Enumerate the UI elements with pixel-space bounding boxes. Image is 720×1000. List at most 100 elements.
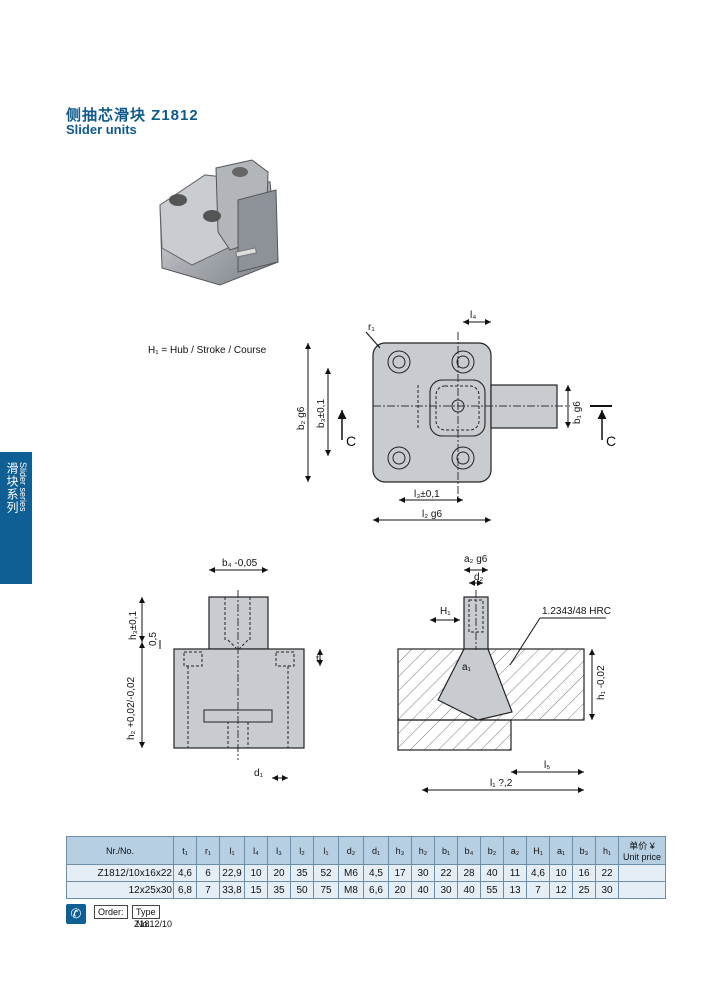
table-cell: 30 [434, 881, 458, 899]
side-section-drawing [397, 567, 606, 793]
order-label: Order: [94, 905, 128, 919]
table-header-cell: d₂ [338, 836, 364, 865]
table-cell: 6 [196, 864, 220, 882]
table-cell: M6 [338, 864, 364, 882]
table-cell: 28 [457, 864, 481, 882]
unit-price-cell [618, 864, 666, 882]
page-title-cn: 侧抽芯滑块 Z1812 [66, 107, 199, 124]
order-example: Z1812/10 [134, 919, 173, 929]
side-tab[interactable]: 滑块系列 Slider series [0, 452, 32, 584]
front-view-drawing [139, 567, 323, 781]
table-cell: 40 [457, 881, 481, 899]
label-l3: l₃±0,1 [414, 489, 440, 500]
label-d1: d₁ [254, 768, 264, 779]
table-cell: 35 [267, 881, 291, 899]
table-cell: 25 [572, 881, 596, 899]
side-tab-label-cn: 滑块系列 [5, 462, 19, 514]
page-title-en: Slider units [66, 122, 137, 137]
table-cell: 4,6 [526, 864, 550, 882]
table-header-cell: l₃ [267, 836, 291, 865]
table-cell: M8 [338, 881, 364, 899]
table-cell: 12x25x30 [66, 881, 174, 899]
table-cell: 22 [434, 864, 458, 882]
table-cell: 7 [196, 881, 220, 899]
stroke-legend: H₁ = Hub / Stroke / Course [148, 345, 267, 356]
type-no-label: Type No. [132, 905, 160, 929]
table-header-cell: Nr./No. [66, 836, 174, 865]
label-h2: h₂ +0,02/-0,02 [126, 676, 137, 740]
table-cell: 15 [244, 881, 268, 899]
label-c-left: C [346, 433, 356, 449]
table-cell: 50 [290, 881, 314, 899]
label-l1: l₁ ?,2 [490, 778, 513, 789]
label-l5: l₅ [544, 760, 550, 771]
table-cell: 13 [503, 881, 527, 899]
table-header-cell: b₃ [572, 836, 596, 865]
table-header-cell: a₁ [549, 836, 573, 865]
table-header-cell: l₂ [290, 836, 314, 865]
unit-price-cell [618, 881, 666, 899]
table-cell: 33,8 [219, 881, 245, 899]
table-cell: 30 [595, 881, 619, 899]
table-header-cell: h₃ [388, 836, 412, 865]
label-b3: b₃±0,1 [316, 399, 327, 428]
table-header-cell: a₂ [503, 836, 527, 865]
top-view-drawing [305, 319, 612, 523]
table-cell: 22 [595, 864, 619, 882]
label-a2: a₂ g6 [464, 554, 488, 565]
unit-price-header-cn: 单价 ¥ [629, 841, 655, 851]
table-cell: 7 [526, 881, 550, 899]
label-h3: h₃±0,1 [128, 611, 139, 640]
table-cell: 40 [411, 881, 435, 899]
table-header-cell: l₁ [313, 836, 339, 865]
table-header-cell: h₁ [595, 836, 619, 865]
label-H1: H₁ [440, 606, 451, 617]
table-header-cell: h₂ [411, 836, 435, 865]
table-cell: 4,6 [173, 864, 197, 882]
table-header-cell: d₁ [363, 836, 389, 865]
table-header-cell: l₄ [244, 836, 268, 865]
table-cell: 22,9 [219, 864, 245, 882]
table-header-cell: t₁ [173, 836, 197, 865]
label-a1: a₁ [462, 662, 472, 673]
table-cell: 35 [290, 864, 314, 882]
table-cell: 75 [313, 881, 339, 899]
table-header-cell: b₁ [434, 836, 458, 865]
label-c-right: C [606, 433, 616, 449]
table-cell: 20 [267, 864, 291, 882]
table-cell: 10 [244, 864, 268, 882]
label-b2: b₂ g6 [296, 406, 307, 430]
table-cell: 30 [411, 864, 435, 882]
unit-price-header-en: Unit price [622, 852, 661, 862]
table-cell: 52 [313, 864, 339, 882]
table-cell: Z1812/10x16x22 [66, 864, 174, 882]
label-d2: d₂ [474, 572, 484, 583]
label-r1: r₁ [368, 322, 375, 333]
table-cell: 6,6 [363, 881, 389, 899]
table-header-cell: b₂ [480, 836, 504, 865]
table-cell: 10 [549, 864, 573, 882]
unit-price-header: 单价 ¥Unit price [618, 836, 666, 865]
label-t1: t₁ [316, 654, 323, 665]
table-cell: 40 [480, 864, 504, 882]
table-header-cell: H₁ [526, 836, 550, 865]
label-h05: 0,5 [148, 632, 159, 646]
label-l4: l₄ [470, 310, 476, 321]
table-cell: 16 [572, 864, 596, 882]
side-tab-label-en: Slider series [18, 462, 28, 512]
phone-icon: ✆ [66, 904, 86, 924]
table-header-cell: l₁ [219, 836, 245, 865]
label-l2: l₂ g6 [422, 509, 442, 520]
product-photo [159, 159, 279, 286]
label-b4: b₄ -0,05 [222, 558, 258, 569]
table-cell: 11 [503, 864, 527, 882]
label-material: 1.2343/48 HRC [542, 606, 611, 617]
table-cell: 4,5 [363, 864, 389, 882]
table-header-cell: b₄ [457, 836, 481, 865]
table-cell: 17 [388, 864, 412, 882]
